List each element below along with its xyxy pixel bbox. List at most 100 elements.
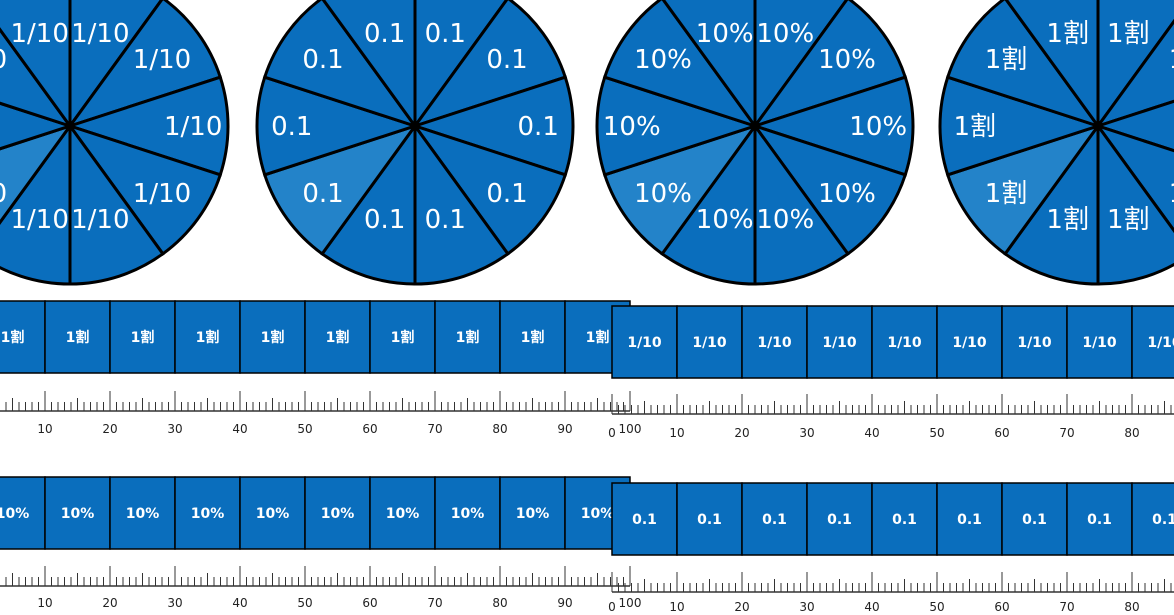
- pie-segment-label: 1割: [1107, 205, 1150, 235]
- bar-segment-label: 1/10: [887, 335, 922, 351]
- bar-segment-label: 1割: [391, 329, 415, 346]
- ruler-tick-label: 50: [297, 596, 312, 610]
- pie-segment-label: 10%: [634, 179, 692, 209]
- ruler-tick-label: 10: [669, 426, 684, 440]
- ruler-tick-label: 40: [232, 422, 247, 436]
- ruler-tick-label: 20: [734, 600, 749, 614]
- ruler-tick-label: 50: [929, 600, 944, 614]
- bar-segment-label: 1/10: [1082, 335, 1117, 351]
- bar-segment-label: 0.1: [762, 512, 787, 528]
- ruler-tick-label: 30: [799, 426, 814, 440]
- bar-segment: [1066, 305, 1133, 379]
- pie-segment-label: 1割: [1046, 19, 1089, 49]
- ruler-tick-label: 100: [619, 596, 642, 610]
- fraction-bar: 10%10%10%10%10%10%10%10%10%10%: [0, 476, 631, 550]
- pie-segment-label: 0.1: [486, 45, 527, 75]
- pie-segment-label: 0.1: [486, 179, 527, 209]
- bar-segment: [109, 476, 176, 550]
- pie-segment: [1093, 99, 1174, 153]
- pie-segment-label: 1/10: [133, 179, 191, 209]
- pie-segment: [411, 123, 568, 256]
- pie-segment: [411, 0, 568, 129]
- bar-segment-label: 10%: [321, 506, 355, 522]
- pie-segment: [945, 123, 1102, 256]
- pie-segment-label: 1/10: [133, 45, 191, 75]
- pie-segment: [0, 123, 74, 225]
- bar-segment-label: 0.1: [827, 512, 852, 528]
- ruler-tick-label: 80: [492, 422, 507, 436]
- pie-segment-label: 10%: [818, 179, 876, 209]
- pie-segment-label: 1/10: [71, 19, 129, 49]
- pie-center: [411, 122, 419, 130]
- bar-segment-label: 10%: [126, 506, 160, 522]
- ruler-tick-label: 70: [427, 422, 442, 436]
- pie-segment-label: 10%: [634, 45, 692, 75]
- pie-segment: [262, 123, 419, 256]
- bar-segment-label: 1割: [66, 329, 90, 346]
- bar-segment-label: 1/10: [692, 335, 727, 351]
- pie-segment: [1004, 0, 1100, 131]
- bar-segment-label: 10%: [256, 506, 290, 522]
- bar-segment-label: 1割: [196, 329, 220, 346]
- ruler-tick-label: 40: [232, 596, 247, 610]
- bar-segment-label: 0.1: [957, 512, 982, 528]
- pie-segment-label: 0.1: [271, 112, 312, 142]
- bar-segment-label: 0.1: [632, 512, 657, 528]
- bar-segment-label: 1/10: [627, 335, 662, 351]
- pie-segment: [66, 0, 223, 129]
- bar-segment: [109, 300, 176, 374]
- pie-segment-label: 10%: [849, 112, 907, 142]
- ruler-tick-label: 30: [167, 596, 182, 610]
- bar-segment: [806, 305, 873, 379]
- pie-center: [1094, 122, 1102, 130]
- ruler-tick-label: 20: [102, 422, 117, 436]
- bar-segment: [936, 305, 1003, 379]
- pie-segment: [938, 75, 1103, 177]
- bar-segment-label: 0.1: [1152, 512, 1174, 528]
- pie-segment: [750, 75, 915, 177]
- bar-segment-label: 0.1: [697, 512, 722, 528]
- bar-segment: [44, 476, 111, 550]
- pie-segment-label: 1/10: [0, 45, 7, 75]
- bar-segment-label: 0.1: [1087, 512, 1112, 528]
- pie-segment: [321, 0, 417, 131]
- fraction-bar: 0.10.10.10.10.10.10.10.10.10.1: [611, 482, 1174, 556]
- bar-segment-label: 1割: [586, 329, 610, 346]
- ruler-tick-label: 90: [557, 422, 572, 436]
- ruler-tick-label: 40: [864, 600, 879, 614]
- bar-segment-label: 1割: [521, 329, 545, 346]
- fraction-bar: 1/101/101/101/101/101/101/101/101/101/10: [611, 305, 1174, 379]
- pie-segment-label: 1割: [1169, 179, 1174, 209]
- pie-segment-label: 1割: [954, 112, 997, 142]
- pie-segment-label: 1/10: [164, 112, 222, 142]
- pie-segment-label: 10%: [818, 45, 876, 75]
- pie-segment: [1094, 18, 1174, 129]
- bar-segment-label: 1割: [456, 329, 480, 346]
- pie-segment-label: 10%: [603, 112, 661, 142]
- pie-segment-label: 0.1: [425, 205, 466, 235]
- bar-segment-label: 1/10: [822, 335, 857, 351]
- bar-segment: [1131, 305, 1174, 379]
- pie-segment: [1003, 121, 1100, 286]
- pie-segment: [262, 0, 419, 129]
- bar-segment-label: 10%: [451, 506, 485, 522]
- bar-segment: [499, 300, 566, 374]
- bar-segment: [741, 305, 808, 379]
- bar-segment-label: 10%: [191, 506, 225, 522]
- pie-segment: [751, 0, 908, 129]
- pie-segment-label: 1割: [985, 45, 1028, 75]
- pie-segment: [753, 121, 850, 286]
- ruler-tick-label: 60: [362, 422, 377, 436]
- pie-segment: [0, 121, 72, 286]
- bar-segment: [239, 300, 306, 374]
- ruler-tick-label: 40: [864, 426, 879, 440]
- pie-center: [751, 122, 759, 130]
- ruler-tick-label: 80: [492, 596, 507, 610]
- bar-segment: [499, 476, 566, 550]
- pie-segment-label: 0.1: [364, 205, 405, 235]
- bar-segment-label: 1/10: [952, 335, 987, 351]
